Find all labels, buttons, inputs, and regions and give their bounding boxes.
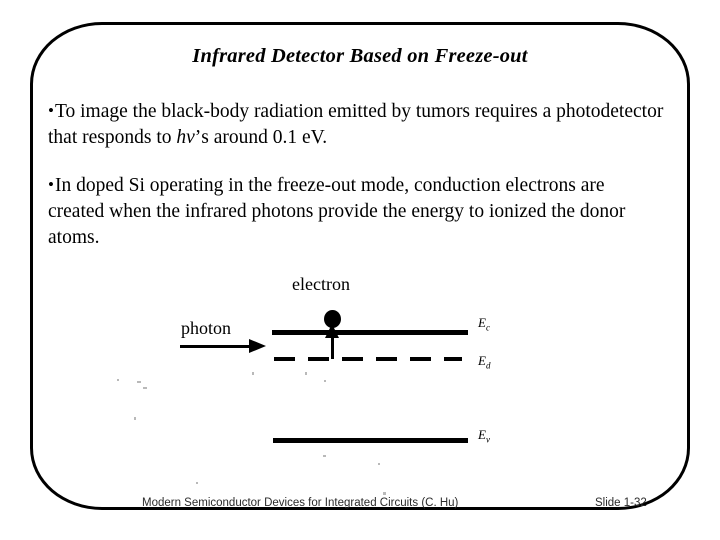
bullet-2-text: In doped Si operating in the freeze-out … [48,175,626,248]
footer-citation: Modern Semiconductor Devices for Integra… [142,497,459,509]
bullet-item-1: •To image the black-body radiation emitt… [48,98,664,151]
bullet-item-2: •In doped Si operating in the freeze-out… [48,172,664,251]
slide-title: Infrared Detector Based on Freeze-out [192,45,528,67]
bullet-1-text-part-2: ’s around 0.1 eV. [194,127,328,148]
bullet-1-symbol-h-nu: hν [176,127,195,148]
bullet-marker-1: • [48,101,54,120]
footer-slide-number: Slide 1-32 [595,497,647,509]
bullet-marker-2: • [48,175,54,194]
bullet-1-text-part-1: To image the black-body radiation emitte… [48,101,664,148]
slide-border-frame [30,22,690,510]
